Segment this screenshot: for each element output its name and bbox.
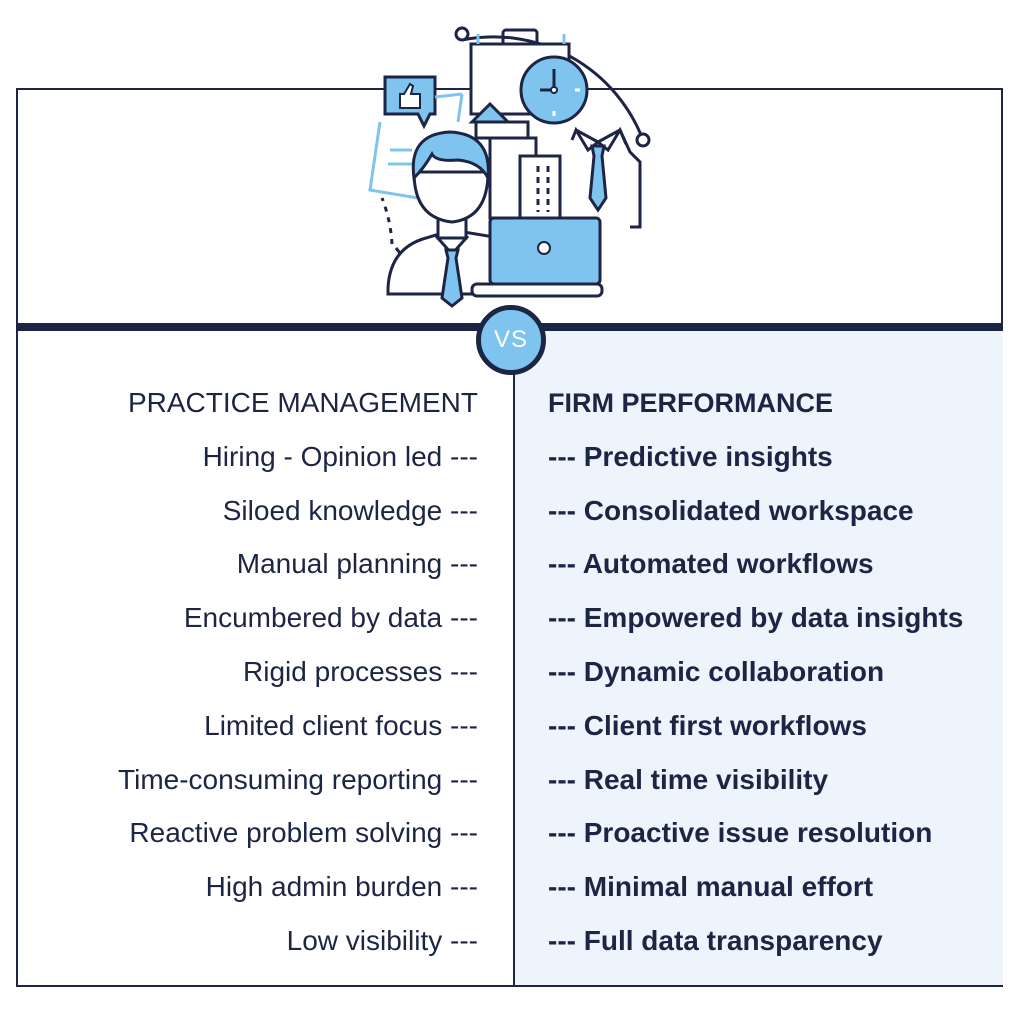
firm-performance-panel: [513, 331, 1003, 985]
office-building-icon: [468, 101, 562, 220]
business-person-icon: [386, 130, 502, 308]
practice-item: Time-consuming reporting ---: [118, 763, 478, 795]
firm-performance-column: FIRM PERFORMANCE --- Predictive insights…: [548, 378, 998, 970]
vs-badge: VS: [476, 305, 546, 375]
document-icon: [368, 92, 464, 200]
practice-management-heading: PRACTICE MANAGEMENT: [127, 387, 478, 418]
performance-item: --- Automated workflows: [548, 548, 874, 580]
practice-item: Rigid processes ---: [243, 655, 478, 687]
practice-item: Manual planning ---: [236, 548, 478, 580]
shirt-tie-icon: [570, 126, 642, 229]
performance-item: --- Dynamic collaboration: [548, 655, 885, 687]
practice-item: Hiring - Opinion led ---: [202, 440, 478, 472]
practice-item: Low visibility ---: [286, 924, 478, 956]
performance-item: --- Client first workflows: [548, 709, 867, 741]
practice-item: High admin burden ---: [205, 871, 478, 903]
firm-performance-heading: FIRM PERFORMANCE: [548, 388, 833, 418]
performance-item: --- Real time visibility: [548, 763, 829, 795]
practice-item: Limited client focus ---: [204, 709, 478, 741]
performance-item: --- Proactive issue resolution: [548, 817, 933, 849]
business-illustration: [368, 26, 651, 308]
performance-item: --- Empowered by data insights: [548, 602, 964, 634]
clock-icon: [519, 55, 589, 125]
performance-item: --- Predictive insights: [548, 440, 833, 472]
practice-management-column: PRACTICE MANAGEMENT Hiring - Opinion led…: [20, 378, 478, 970]
laptop-icon: [470, 216, 604, 298]
performance-item: --- Consolidated workspace: [548, 494, 914, 526]
practice-item: Encumbered by data ---: [183, 602, 478, 634]
thumbs-up-icon: [383, 75, 437, 130]
performance-item: --- Full data transparency: [548, 924, 883, 956]
performance-item: --- Minimal manual effort: [548, 871, 874, 903]
practice-item: Siloed knowledge ---: [222, 494, 478, 526]
practice-item: Reactive problem solving ---: [129, 817, 478, 849]
